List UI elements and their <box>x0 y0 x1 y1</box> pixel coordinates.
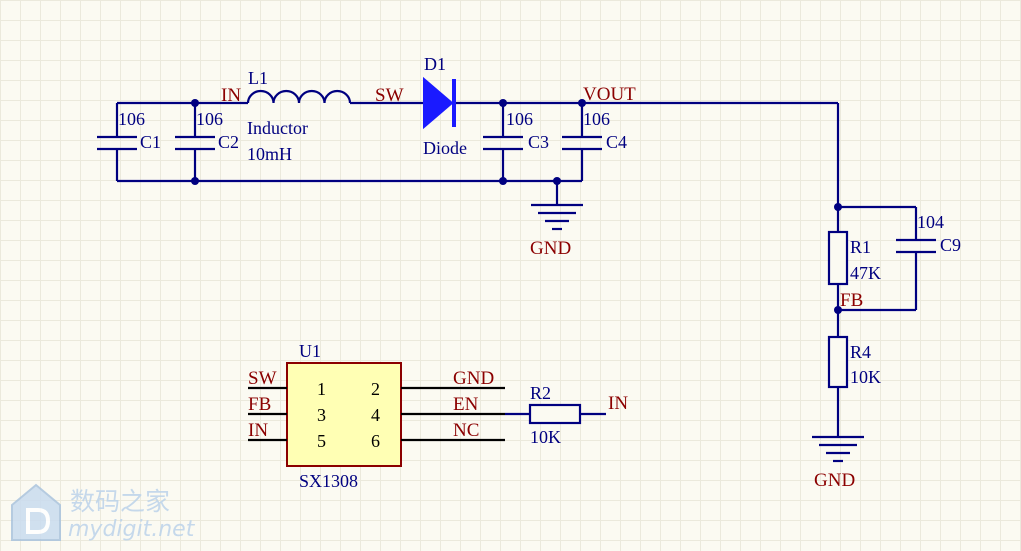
ic-u1 <box>248 362 505 467</box>
c4-value: 106 <box>583 109 610 129</box>
net-label-vout: VOUT <box>583 84 636 105</box>
l1-value: 10mH <box>247 144 292 164</box>
net-label-gnd: GND <box>530 238 571 259</box>
u1-net-in: IN <box>248 420 268 441</box>
d1-ref: D1 <box>424 54 446 74</box>
net-label-in: IN <box>221 85 241 106</box>
u1-pin-4: 4 <box>371 405 380 425</box>
c2-value: 106 <box>196 109 223 129</box>
r2-net-in: IN <box>608 393 628 414</box>
r2-value: 10K <box>530 427 561 447</box>
resistor-r4 <box>827 335 849 389</box>
house-logo-icon <box>11 483 61 541</box>
u1-ref: U1 <box>299 341 321 361</box>
top-rail-wires <box>115 101 840 232</box>
capacitor-c9 <box>896 238 936 254</box>
watermark-title: 数码之家 <box>70 487 170 516</box>
l1-type: Inductor <box>247 118 308 138</box>
u1-part: SX1308 <box>299 471 358 491</box>
junction-dots-feedback <box>834 203 842 314</box>
c1-value: 106 <box>118 109 145 129</box>
u1-net-gnd: GND <box>453 368 494 389</box>
resistor-r2 <box>505 403 606 425</box>
ground-icon <box>531 203 583 231</box>
watermark: 数码之家 mydigit.net <box>11 483 196 542</box>
net-label-sw: SW <box>375 85 404 106</box>
feedback-wires <box>836 205 918 437</box>
net-label-gnd-fb: GND <box>814 470 855 491</box>
c9-ref: C9 <box>940 235 961 255</box>
resistor-r1 <box>827 230 849 286</box>
inductor-l1 <box>246 89 352 104</box>
c3-value: 106 <box>506 109 533 129</box>
u1-pin-3: 3 <box>317 405 326 425</box>
net-label-fb: FB <box>840 290 863 311</box>
u1-net-nc: NC <box>453 420 479 441</box>
u1-pin-6: 6 <box>371 431 380 451</box>
r1-ref: R1 <box>850 237 871 257</box>
u1-pin-2: 2 <box>371 379 380 399</box>
ground-icon <box>812 435 864 463</box>
l1-ref: L1 <box>248 68 268 88</box>
u1-net-sw: SW <box>248 368 277 389</box>
c3-ref: C3 <box>528 132 549 152</box>
r2-ref: R2 <box>530 383 551 403</box>
c2-ref: C2 <box>218 132 239 152</box>
c4-ref: C4 <box>606 132 627 152</box>
u1-net-fb: FB <box>248 394 271 415</box>
c9-value: 104 <box>917 212 944 232</box>
junction-dots-top <box>191 99 586 185</box>
capacitor-c1 <box>97 135 137 151</box>
u1-pin-5: 5 <box>317 431 326 451</box>
r4-value: 10K <box>850 367 881 387</box>
d1-type: Diode <box>423 138 467 158</box>
watermark-url: mydigit.net <box>68 517 196 542</box>
diode-d1 <box>423 76 456 130</box>
c1-ref: C1 <box>140 132 161 152</box>
capacitor-c3 <box>483 135 523 151</box>
capacitor-c4 <box>562 135 602 151</box>
r1-value: 47K <box>850 263 881 283</box>
u1-pin-1: 1 <box>317 379 326 399</box>
capacitor-c2 <box>175 135 215 151</box>
r4-ref: R4 <box>850 342 871 362</box>
u1-net-en: EN <box>453 394 479 415</box>
